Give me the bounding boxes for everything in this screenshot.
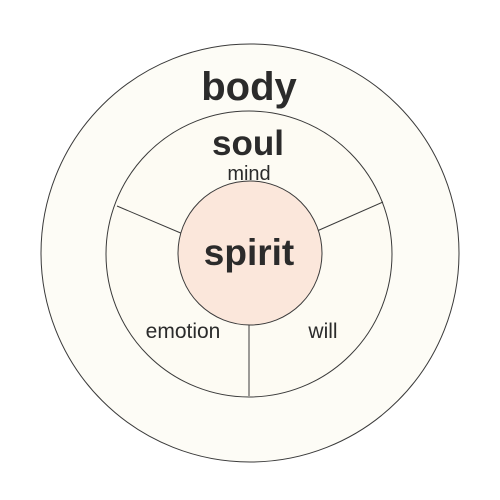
spirit-circle xyxy=(177,180,323,326)
will-label: will xyxy=(307,320,337,343)
soul-label: soul xyxy=(212,124,284,163)
emotion-label: emotion xyxy=(146,320,221,343)
divider-left xyxy=(116,205,184,235)
divider-right xyxy=(316,201,384,232)
mind-label: mind xyxy=(227,163,270,185)
body-label: body xyxy=(201,65,297,109)
spirit-label: spirit xyxy=(204,232,294,273)
